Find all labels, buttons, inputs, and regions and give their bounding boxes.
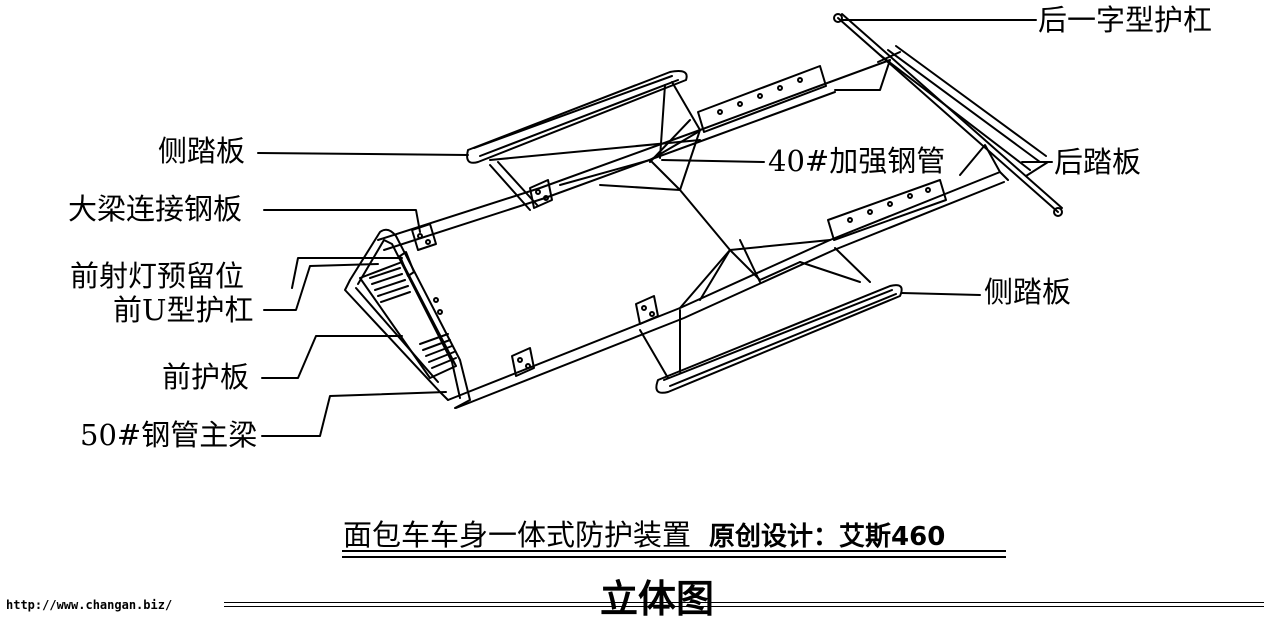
label-front-u-bar: 前U型护杠 (113, 293, 254, 327)
rear-brace-2 (959, 144, 1001, 176)
headlight-slot (399, 251, 415, 277)
reinforce-pipe (489, 119, 831, 309)
beam-plate-3 (511, 347, 535, 377)
step-support-1 (489, 164, 531, 211)
rear-brace (829, 59, 891, 91)
beam-plate-4 (635, 295, 659, 325)
drawing-title: 面包车车身一体式防护装置原创设计：艾斯460 (343, 512, 945, 554)
label-front-plate: 前护板 (162, 360, 250, 394)
label-beam-plate: 大梁连接钢板 (68, 192, 243, 226)
step-support-4 (671, 81, 701, 131)
leader-beam-plate (263, 209, 421, 233)
label-side-step-left: 侧踏板 (158, 134, 246, 168)
label-rear-step: 后踏板 (1054, 145, 1142, 179)
beam-plate-5 (697, 65, 827, 133)
beam-plate-6 (827, 179, 947, 241)
step-support-3 (659, 84, 666, 159)
leader-reinforce (661, 159, 765, 163)
title-underline-bottom (342, 556, 1006, 558)
leader-side-step-left (257, 152, 469, 156)
step-support-5 (639, 329, 669, 379)
label-reinforce-pipe: 40#加强钢管 (768, 144, 946, 178)
rear-straight-bar (833, 13, 1063, 217)
source-url[interactable]: http://www.changan.biz/ (6, 598, 173, 612)
label-main-beam: 50#钢管主梁 (80, 418, 258, 452)
leader-front-u (263, 263, 379, 311)
title-credit: 原创设计：艾斯460 (709, 522, 946, 552)
label-headlight-slot: 前射灯预留位 (70, 259, 245, 293)
step-support-7 (799, 261, 861, 283)
step-support-8 (834, 247, 871, 283)
subtitle-rule-bottom (224, 606, 1264, 607)
leader-front-plate (261, 335, 403, 379)
label-rear-bar: 后一字型护杠 (1038, 3, 1213, 37)
beam-plate-1 (411, 223, 437, 251)
main-beam-right (377, 81, 836, 251)
beam-plate-2 (529, 179, 553, 209)
view-subtitle: 立体图 (600, 577, 715, 621)
front-plate (359, 261, 457, 379)
leader-main-beam (261, 391, 447, 437)
leader-side-step-right (901, 292, 981, 296)
subtitle-rule-top (224, 602, 1264, 603)
side-step-upper (466, 70, 688, 164)
leader-headlight (291, 257, 403, 289)
title-main: 面包车车身一体式防护装置 (343, 518, 692, 552)
title-underline-top (342, 550, 1006, 552)
label-side-step-right: 侧踏板 (984, 275, 1072, 309)
side-step-lower (655, 284, 903, 394)
